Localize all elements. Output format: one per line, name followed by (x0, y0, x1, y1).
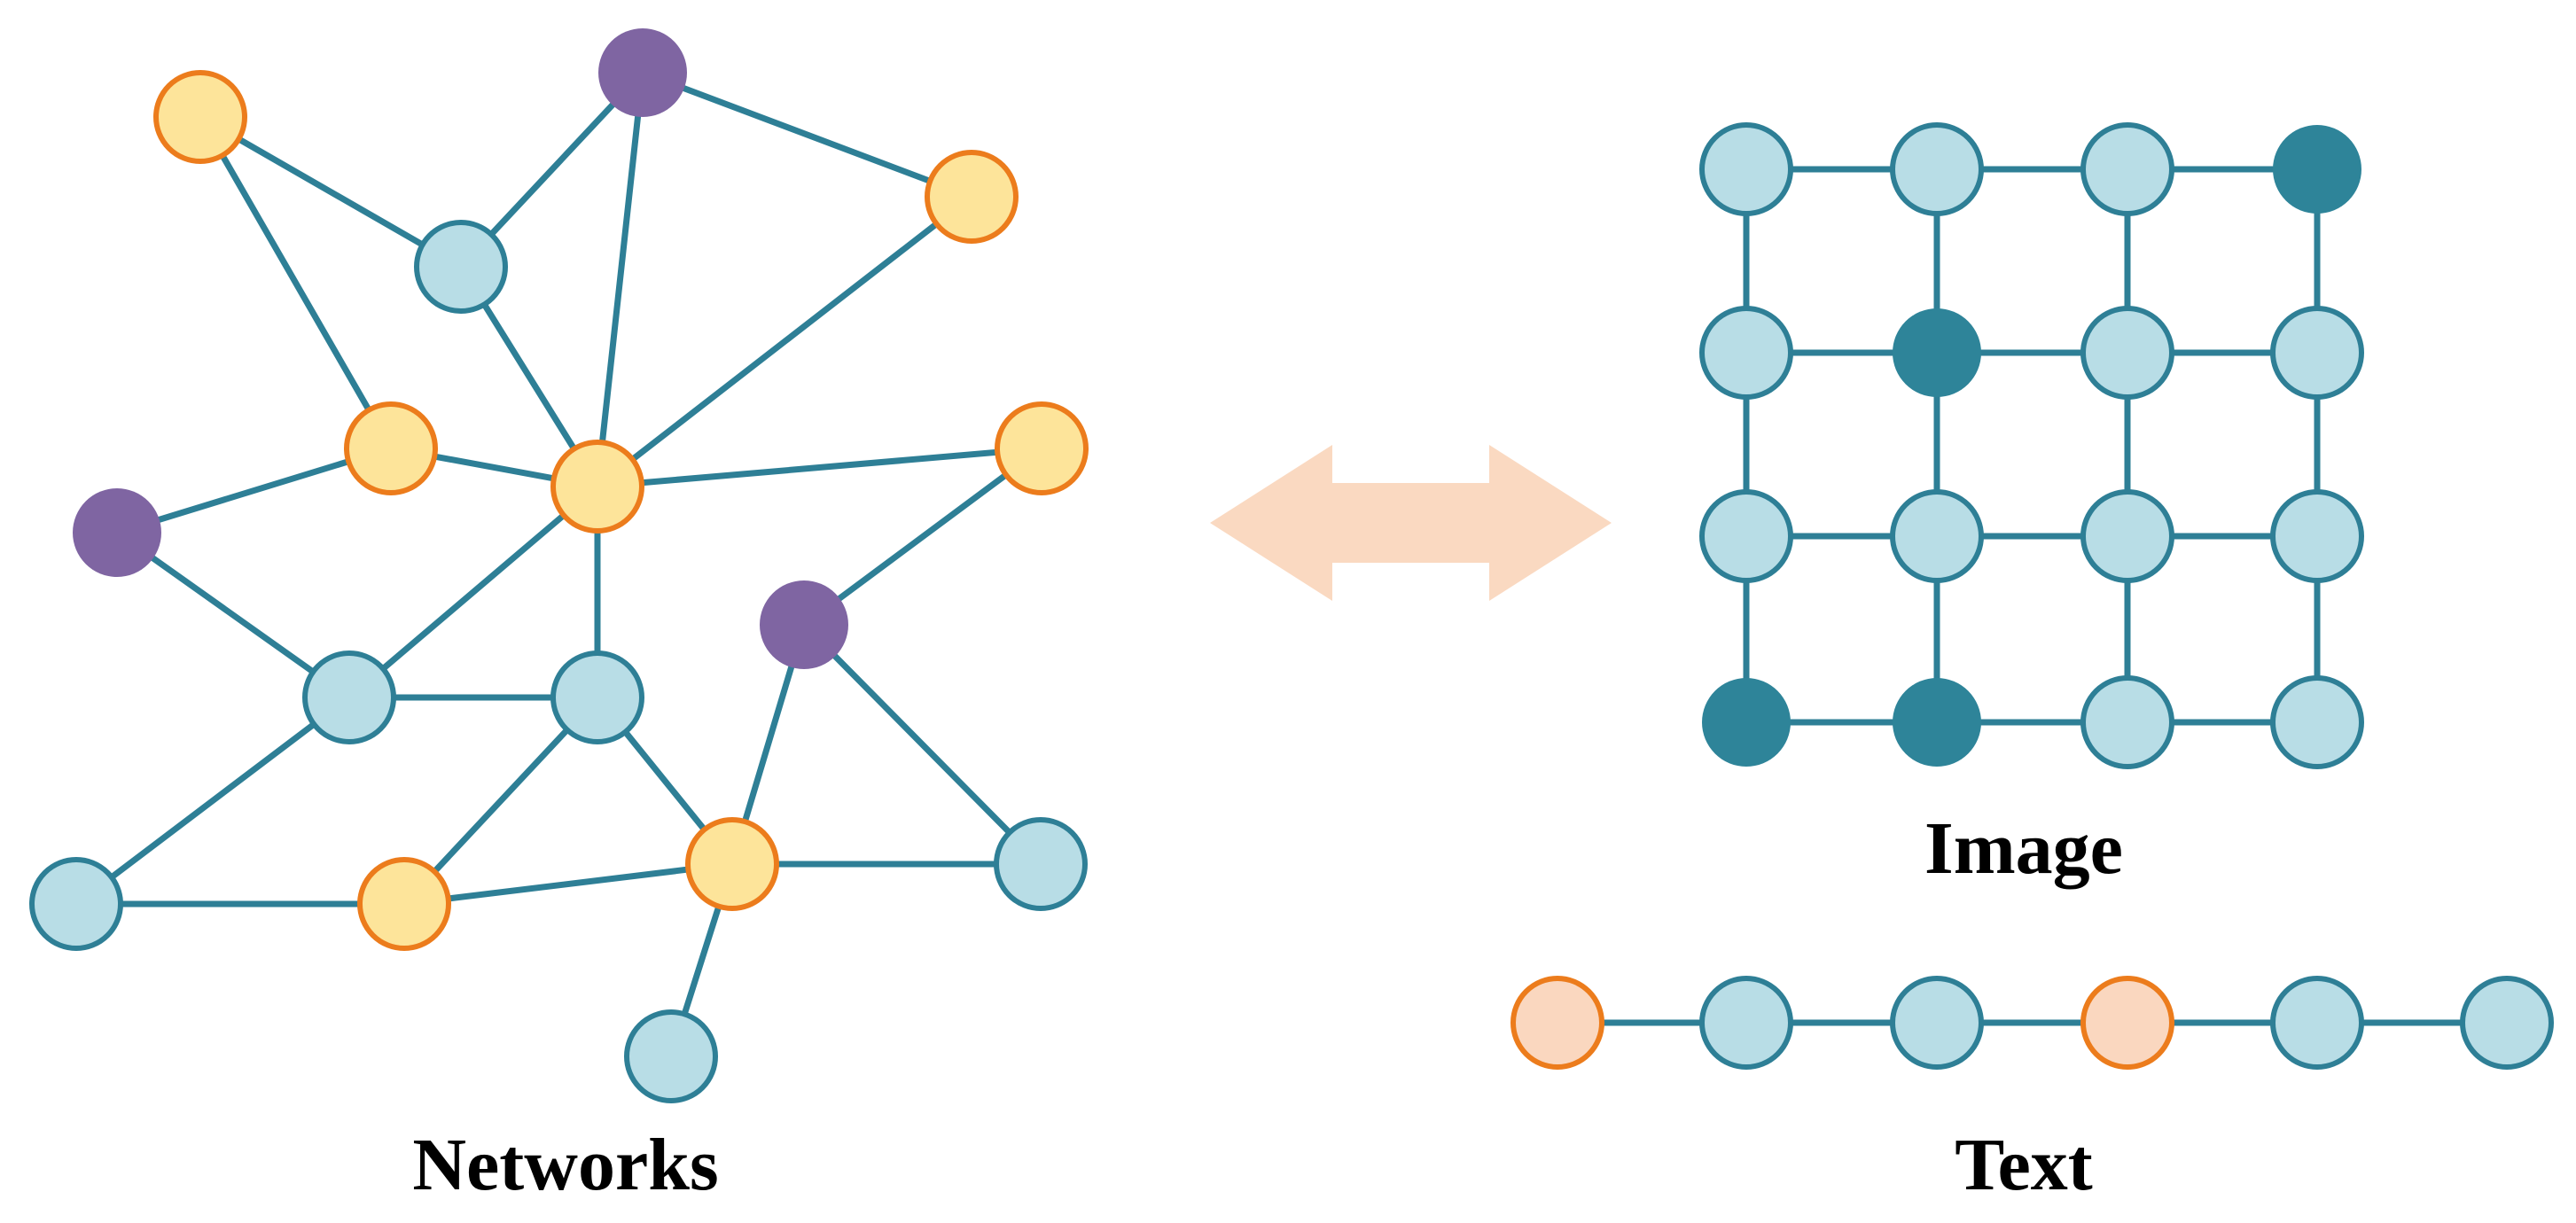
text-token-node-light (2270, 976, 2364, 1070)
network-node-yellow (357, 857, 451, 951)
image-pixel-node-dark (1893, 308, 1981, 397)
text-token-node-light (2460, 976, 2554, 1070)
network-node-light (624, 1009, 718, 1103)
network-edge (197, 113, 464, 270)
image-grid (1699, 122, 2364, 769)
network-edges (73, 69, 1045, 1060)
image-pixel-node-light (2270, 306, 2364, 400)
text-token-node-peach (1510, 976, 1604, 1070)
image-pixel-node-light (1699, 306, 1793, 400)
network-edge (800, 445, 1045, 628)
image-pixel-node-light (1890, 489, 1984, 583)
network-edge (197, 113, 394, 452)
network-edge (346, 483, 601, 701)
network-node-light (994, 817, 1088, 911)
network-edge (401, 861, 736, 908)
text-token-node-light (1890, 976, 1984, 1070)
network-edge (594, 445, 1045, 490)
network-node-light (550, 650, 644, 744)
text-token-node-peach (2080, 976, 2174, 1070)
network-node-light (302, 650, 396, 744)
image-pixel-node-light (1699, 122, 1793, 216)
network-node-yellow (925, 150, 1019, 244)
network-edge (73, 694, 353, 908)
image-pixel-node-light (2080, 489, 2174, 583)
double-headed-arrow-icon (1210, 445, 1612, 601)
image-pixel-node-light (1699, 489, 1793, 583)
network-node-yellow (153, 70, 247, 164)
network-edge (594, 193, 975, 490)
network-edge (113, 445, 394, 536)
image-pixel-node-light (2080, 306, 2174, 400)
networks-label: Networks (412, 1124, 718, 1206)
network-nodes (29, 28, 1089, 1103)
image-pixel-node-dark (1702, 678, 1791, 767)
network-edge (639, 69, 975, 200)
text-sequence (1510, 976, 2554, 1070)
network-node-purple (73, 488, 161, 577)
image-pixel-node-dark (2273, 125, 2361, 214)
network-edge (800, 621, 1044, 868)
network-node-yellow (995, 401, 1089, 495)
network-graph (29, 28, 1089, 1103)
network-node-yellow (550, 440, 644, 534)
image-grid-edges (1743, 166, 2321, 726)
network-edge (113, 529, 353, 701)
text-label: Text (1955, 1124, 2093, 1206)
image-pixel-node-dark (1893, 678, 1981, 767)
network-node-yellow (685, 817, 779, 911)
network-edge (401, 694, 601, 908)
network-node-purple (598, 28, 687, 117)
text-sequence-nodes (1510, 976, 2554, 1070)
image-pixel-node-light (1890, 122, 1984, 216)
image-label: Image (1924, 807, 2123, 890)
network-node-yellow (344, 401, 438, 495)
network-node-purple (760, 580, 848, 669)
image-pixel-node-light (2080, 122, 2174, 216)
network-edge (594, 69, 646, 490)
image-pixel-node-light (2080, 675, 2174, 769)
image-grid-nodes (1699, 122, 2364, 769)
image-pixel-node-light (2270, 675, 2364, 769)
network-node-light (29, 857, 123, 951)
image-pixel-node-light (2270, 489, 2364, 583)
text-token-node-light (1699, 976, 1793, 1070)
network-node-light (414, 220, 508, 314)
